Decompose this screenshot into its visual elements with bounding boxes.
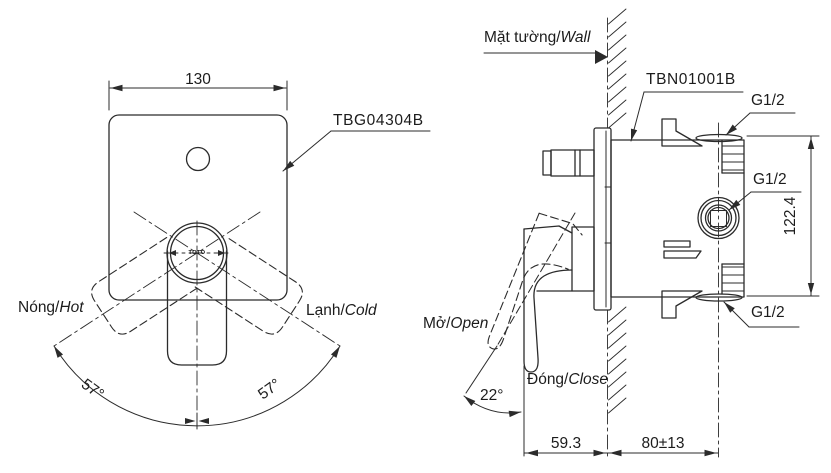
toto-logo: TOTO — [188, 249, 206, 256]
handle-lever-cold-position — [194, 236, 303, 335]
wall-arrow-icon — [595, 50, 608, 64]
wall-hatch — [608, 8, 627, 414]
side-lever-open-position — [487, 212, 583, 350]
swing-angle-arc — [53, 345, 341, 430]
close-label: Đóng/Close — [527, 371, 609, 388]
wall-label-leader — [483, 50, 608, 64]
wall-depth-dim-label: 80±13 — [641, 435, 685, 452]
cold-label: Lạnh/Cold — [306, 302, 377, 319]
trim-plate — [108, 114, 288, 301]
height-dim-label: 122.4 — [781, 196, 799, 236]
plate-top-hole — [185, 146, 211, 172]
height-dimension — [746, 135, 820, 297]
side-lever — [523, 225, 595, 373]
side-view — [463, 8, 820, 458]
mid-clip — [663, 240, 702, 259]
thread-mid-label: G1/2 — [753, 171, 787, 188]
valve-body — [610, 139, 745, 298]
front-centerlines — [53, 211, 341, 426]
thread-top-label: G1/2 — [751, 92, 785, 109]
valve-model-leader — [630, 91, 744, 142]
valve-model-label: TBN01001B — [646, 71, 736, 88]
width-dimension — [108, 80, 288, 111]
outlet-stub — [542, 149, 595, 177]
bottom-clip — [661, 290, 703, 319]
hot-label: Nóng/Hot — [18, 299, 84, 316]
wall-label: Mặt tường/Wall — [484, 29, 591, 46]
front-view — [53, 80, 431, 430]
open-angle-dimension — [463, 212, 576, 457]
bottom-port — [695, 263, 745, 302]
handle-lever-hot-position — [91, 236, 200, 335]
top-clip — [661, 118, 703, 147]
valve-flange — [593, 127, 612, 311]
trim-model-leader — [282, 130, 431, 172]
width-dim-label: 130 — [185, 71, 211, 88]
thread-leaders — [723, 112, 802, 328]
thread-bottom-label: G1/2 — [751, 304, 785, 321]
trim-model-label: TBG04304B — [333, 112, 424, 129]
depth-dimensions — [523, 449, 719, 457]
lever-depth-dim-label: 59.3 — [550, 435, 582, 452]
open-label: Mở/Open — [423, 315, 489, 332]
top-port — [695, 133, 745, 174]
open-angle-label: 22° — [480, 387, 504, 404]
